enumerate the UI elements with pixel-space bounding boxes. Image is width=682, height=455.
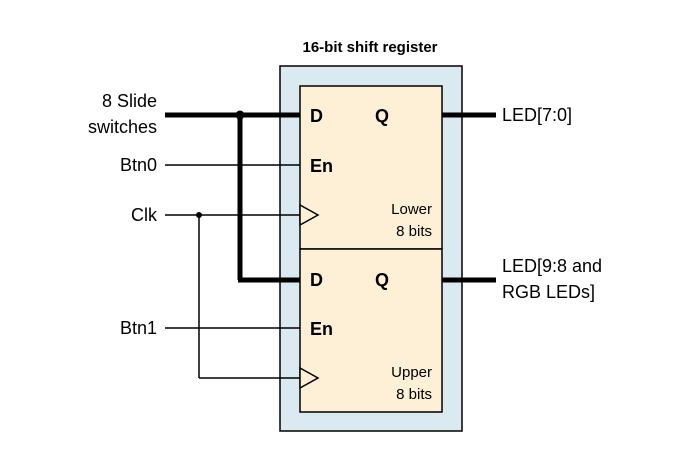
lower-d-label: D — [310, 106, 323, 126]
slide-switches-label-line1: 8 Slide — [102, 91, 157, 111]
btn0-label: Btn0 — [120, 155, 157, 175]
upper-output-label-line2: RGB LEDs] — [502, 282, 595, 302]
lower-name-line1: Lower — [391, 201, 432, 218]
upper-q-label: Q — [375, 270, 389, 290]
upper-name-line1: Upper — [391, 364, 432, 381]
lower-output-label: LED[7:0] — [502, 105, 572, 125]
upper-output-label-line1: LED[9:8 and — [502, 256, 602, 276]
lower-en-label: En — [310, 156, 333, 176]
clk-label: Clk — [131, 205, 158, 225]
upper-d-label: D — [310, 270, 323, 290]
upper-name-line2: 8 bits — [396, 386, 432, 403]
lower-name-line2: 8 bits — [396, 223, 432, 240]
bus-junction-dot — [235, 110, 245, 120]
lower-q-label: Q — [375, 106, 389, 126]
clk-junction-dot — [196, 212, 202, 218]
slide-switches-label-line2: switches — [88, 117, 157, 137]
upper-en-label: En — [310, 319, 333, 339]
upper-register — [299, 248, 443, 413]
btn1-label: Btn1 — [120, 318, 157, 338]
diagram-title: 16-bit shift register — [302, 39, 437, 56]
lower-register — [299, 85, 443, 250]
